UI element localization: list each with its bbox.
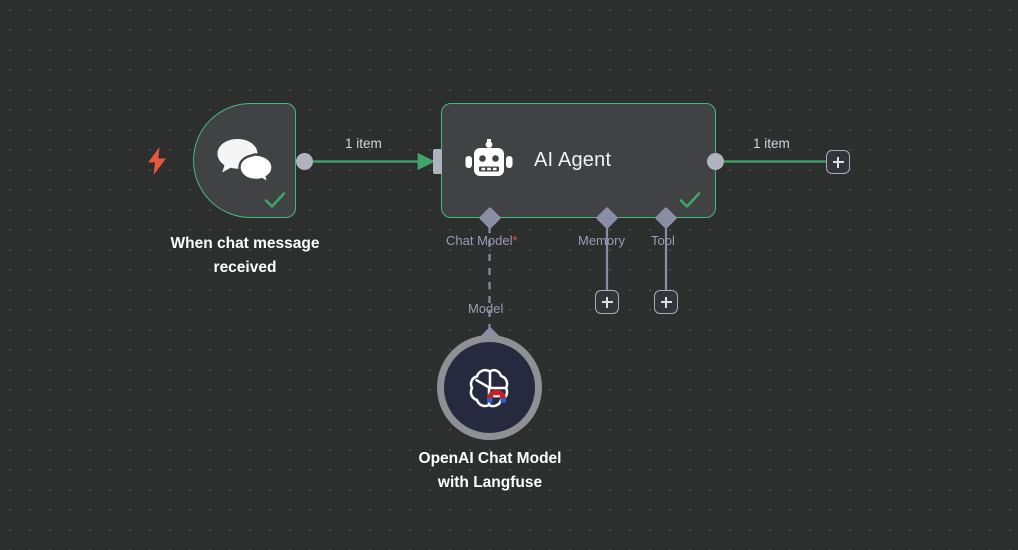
trigger-node-label: When chat message received xyxy=(170,235,320,277)
trigger-status-check-icon xyxy=(264,191,286,209)
chat-model-label-text: Chat Model xyxy=(446,233,513,248)
edge-label-trigger-to-agent: 1 item xyxy=(345,136,382,151)
node-when-chat-message-received[interactable] xyxy=(193,103,296,218)
openai-langfuse-icon xyxy=(465,363,515,413)
agent-output-port[interactable] xyxy=(707,153,724,170)
agent-input-port[interactable] xyxy=(433,149,442,174)
add-output-node-button[interactable] xyxy=(826,150,850,174)
model-connection-label: Model xyxy=(468,301,504,316)
model-node-label: OpenAI Chat Model with Langfuse xyxy=(418,450,562,492)
node-openai-chat-model-with-langfuse[interactable] xyxy=(437,335,542,440)
node-ai-agent[interactable]: AI Agent xyxy=(441,103,716,218)
edge-label-agent-to-output: 1 item xyxy=(753,136,790,151)
add-memory-node-button[interactable] xyxy=(595,290,619,314)
chat-bubbles-icon xyxy=(216,137,274,186)
chat-model-required-asterisk: * xyxy=(512,233,518,248)
robot-icon xyxy=(464,138,514,183)
add-tool-node-button[interactable] xyxy=(654,290,678,314)
trigger-output-port[interactable] xyxy=(296,153,313,170)
lightning-bolt-icon xyxy=(146,147,168,175)
agent-chat-model-port-label: Chat Model* xyxy=(446,233,518,248)
agent-status-check-icon xyxy=(679,191,701,209)
agent-tool-port-label: Tool xyxy=(651,233,675,248)
agent-node-title: AI Agent xyxy=(534,149,612,171)
agent-memory-port-label: Memory xyxy=(578,233,625,248)
